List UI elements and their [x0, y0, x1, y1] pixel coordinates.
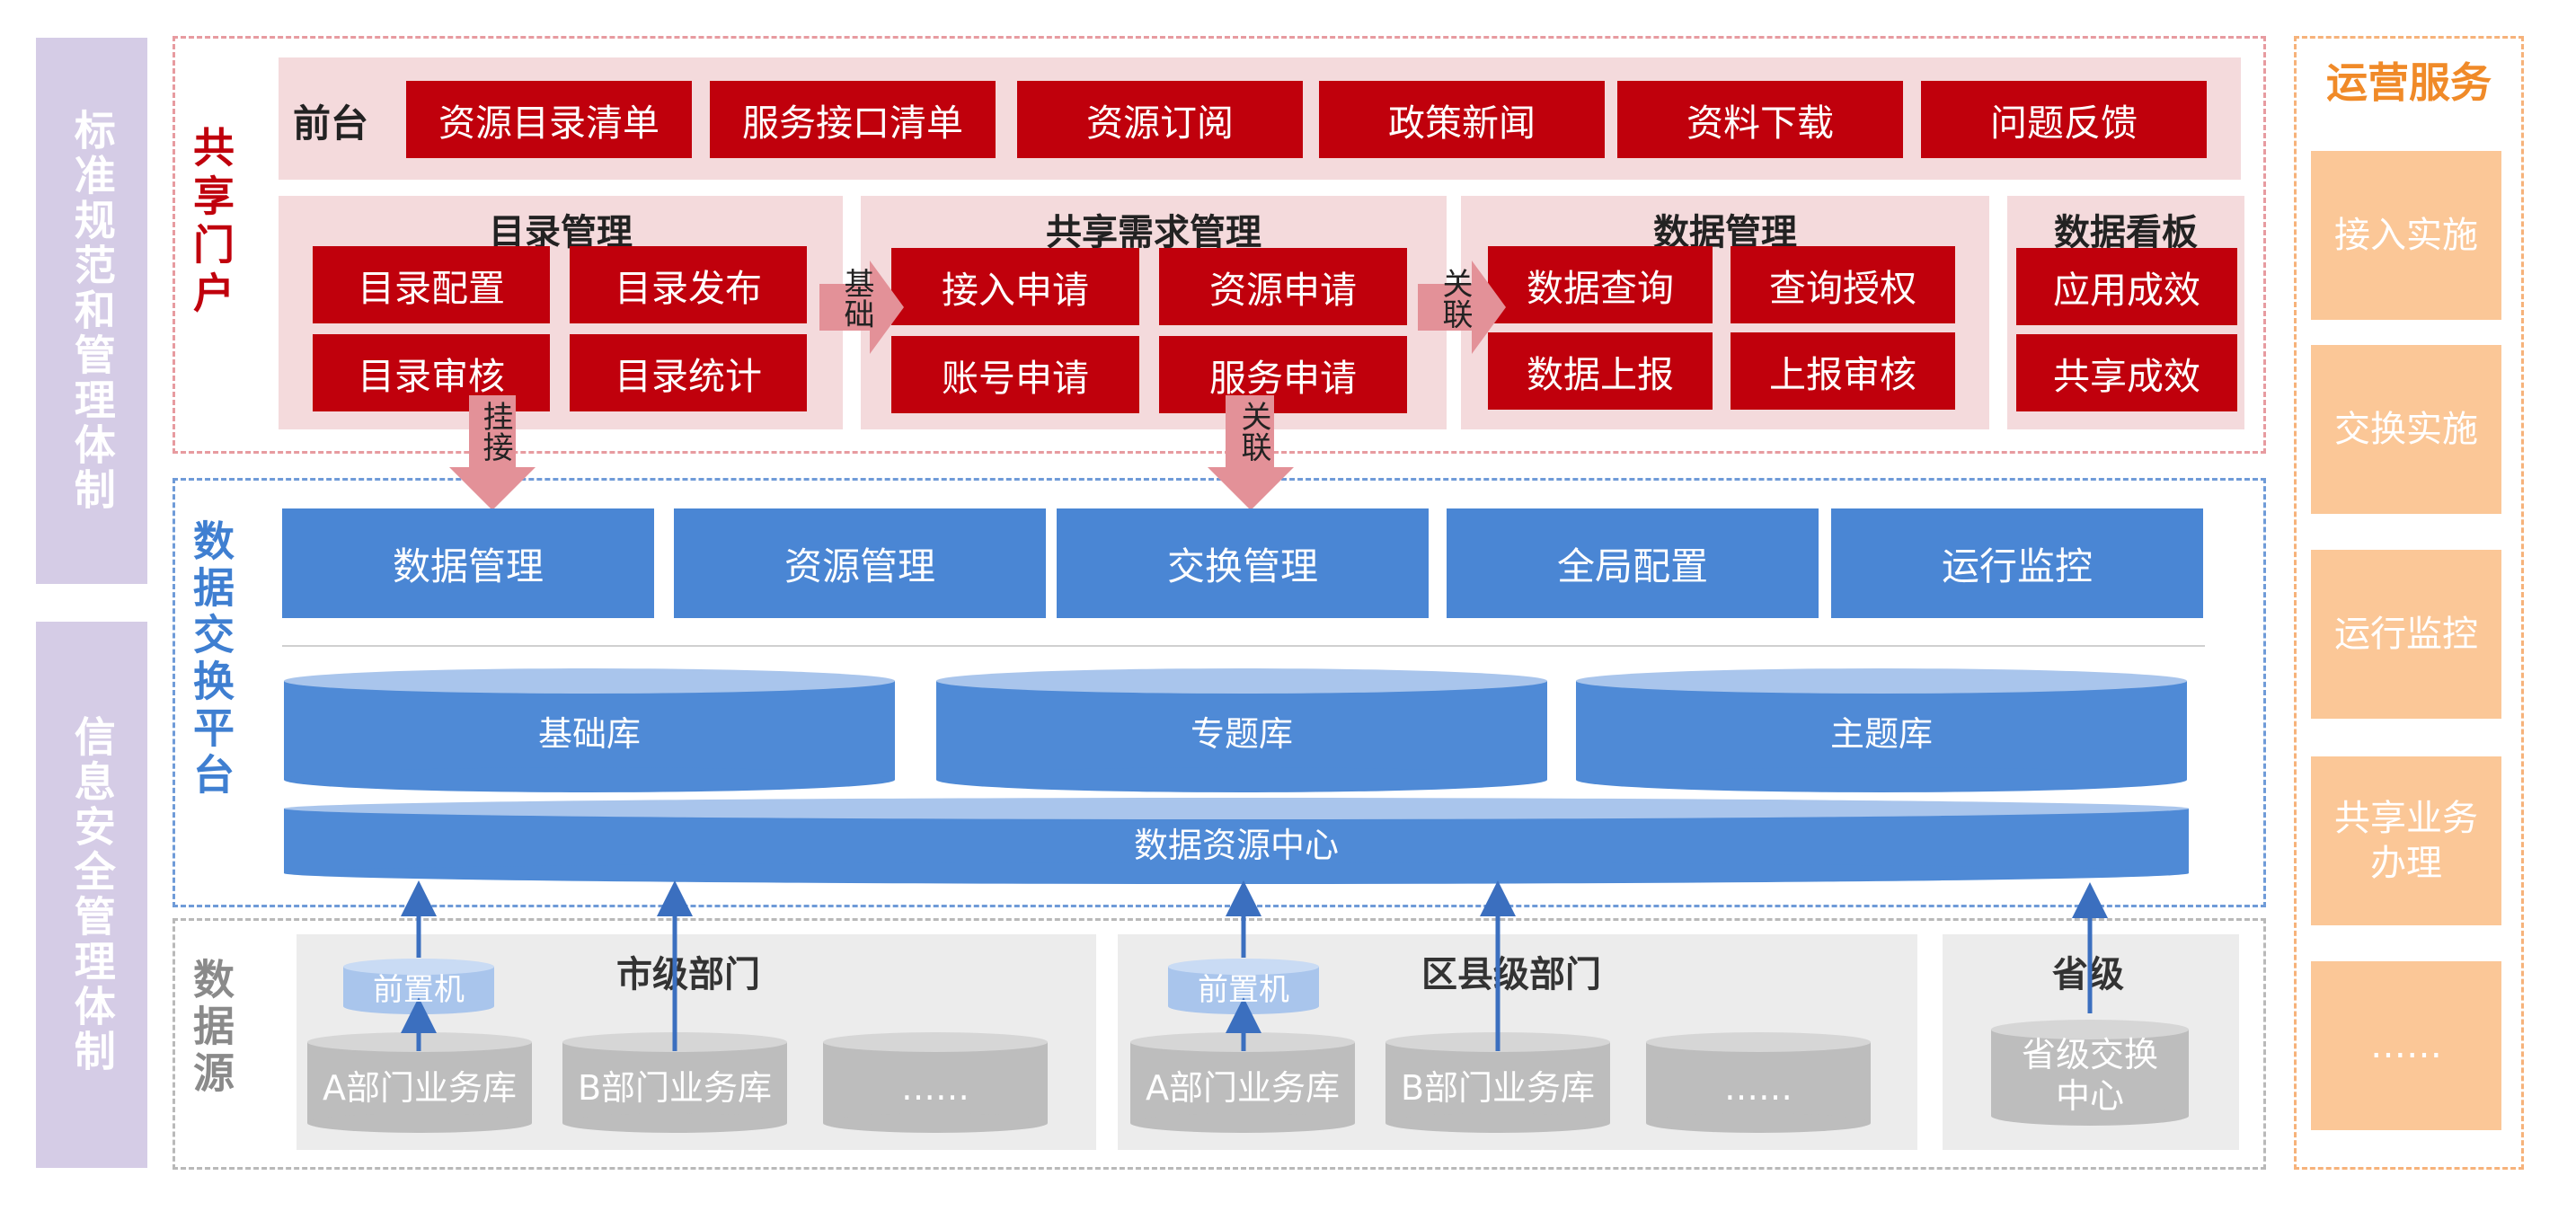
city-db-more: …… [901, 1068, 969, 1109]
county-title: 区县级部门 [1421, 954, 1601, 995]
ops-more[interactable]: …… [2311, 961, 2501, 1130]
basis-arrow-shape [819, 261, 904, 354]
demand-account[interactable]: 账号申请 [891, 336, 1139, 413]
city-front-machine: 前置机 [373, 971, 465, 1008]
exchange-label: 数据交换平台 [187, 519, 235, 800]
mount-arrow-shape [449, 395, 536, 510]
dashboard-title: 数据看板 [2054, 212, 2198, 253]
ops-monitor[interactable]: 运行监控 [2311, 550, 2501, 719]
city-db-a-cylinder [307, 1032, 532, 1133]
demand-access[interactable]: 接入申请 [891, 248, 1139, 325]
county-db-more-cylinder [1646, 1032, 1871, 1133]
ops-business[interactable]: 共享业务办理 [2311, 756, 2501, 925]
catalog-config[interactable]: 目录配置 [313, 246, 550, 323]
county-db-a-cylinder [1130, 1032, 1355, 1133]
module-resource-mgmt[interactable]: 资源管理 [674, 508, 1046, 618]
library-subject-cylinder [1576, 668, 2187, 792]
module-run-monitor[interactable]: 运行监控 [1831, 508, 2203, 618]
county-db-b: B部门业务库 [1400, 1068, 1596, 1109]
library-basic-cylinder [284, 668, 895, 792]
demand-title: 共享需求管理 [1046, 212, 1261, 253]
library-subject[interactable]: 主题库 [1829, 714, 1933, 755]
front-item-api-list[interactable]: 服务接口清单 [710, 81, 996, 158]
standards-bar: 标准规范和管理体制 [36, 38, 147, 584]
resource-center-cylinder [284, 798, 2189, 884]
assoc-arrow-shape [1418, 261, 1506, 354]
basis-arrow-label: 基础 [838, 268, 874, 329]
city-db-a: A部门业务库 [323, 1068, 517, 1109]
resource-center[interactable]: 数据资源中心 [1133, 826, 1339, 866]
city-db-b: B部门业务库 [577, 1068, 773, 1109]
dashboard-effect[interactable]: 应用成效 [2016, 248, 2237, 325]
ops-access[interactable]: 接入实施 [2311, 151, 2501, 320]
front-item-policy-news[interactable]: 政策新闻 [1319, 81, 1605, 158]
catalog-stats[interactable]: 目录统计 [570, 334, 807, 411]
assoc-down-arrow-label: 关联 [1235, 401, 1271, 462]
demand-service[interactable]: 服务申请 [1159, 336, 1407, 413]
county-db-more: …… [1724, 1068, 1793, 1109]
front-item-feedback[interactable]: 问题反馈 [1921, 81, 2207, 158]
front-item-subscribe[interactable]: 资源订阅 [1017, 81, 1303, 158]
catalog-review[interactable]: 目录审核 [313, 334, 550, 411]
security-bar-text: 信息安全管理体制 [67, 715, 117, 1074]
source-label: 数据源 [187, 958, 235, 1098]
demand-resource[interactable]: 资源申请 [1159, 248, 1407, 325]
module-global-config[interactable]: 全局配置 [1447, 508, 1819, 618]
assoc-down-arrow-shape [1208, 395, 1294, 510]
province-db-cylinder [1991, 1020, 2189, 1126]
data-report[interactable]: 数据上报 [1488, 332, 1713, 410]
city-title: 市级部门 [616, 954, 760, 995]
data-query[interactable]: 数据查询 [1488, 246, 1713, 323]
ops-exchange[interactable]: 交换实施 [2311, 345, 2501, 514]
exchange-section [173, 478, 2266, 907]
province-exchange-center: 省级交换中心 [2021, 1035, 2158, 1116]
library-topic[interactable]: 专题库 [1190, 714, 1293, 755]
mount-arrow-label: 挂接 [477, 401, 513, 462]
library-basic[interactable]: 基础库 [537, 714, 641, 755]
library-topic-cylinder [936, 668, 1547, 792]
query-auth[interactable]: 查询授权 [1731, 246, 1955, 323]
county-front-machine: 前置机 [1198, 971, 1289, 1008]
standards-bar-text: 标准规范和管理体制 [67, 109, 117, 513]
security-bar: 信息安全管理体制 [36, 622, 147, 1168]
ops-section [2294, 36, 2524, 1170]
module-data-mgmt[interactable]: 数据管理 [282, 508, 654, 618]
ops-title: 运营服务 [2326, 58, 2492, 107]
portal-label: 共享门户 [187, 126, 235, 320]
front-item-catalog-list[interactable]: 资源目录清单 [406, 81, 692, 158]
portal-section [173, 36, 2266, 454]
catalog-publish[interactable]: 目录发布 [570, 246, 807, 323]
source-section [173, 918, 2266, 1170]
module-exchange-mgmt[interactable]: 交换管理 [1057, 508, 1429, 618]
front-label: 前台 [293, 102, 369, 146]
exchange-divider [282, 645, 2205, 647]
city-db-more-cylinder [823, 1032, 1048, 1133]
assoc-arrow-label: 关联 [1437, 268, 1473, 329]
front-item-downloads[interactable]: 资料下载 [1617, 81, 1903, 158]
dashboard-share[interactable]: 共享成效 [2016, 334, 2237, 411]
report-review[interactable]: 上报审核 [1731, 332, 1955, 410]
county-db-a: A部门业务库 [1146, 1068, 1340, 1109]
